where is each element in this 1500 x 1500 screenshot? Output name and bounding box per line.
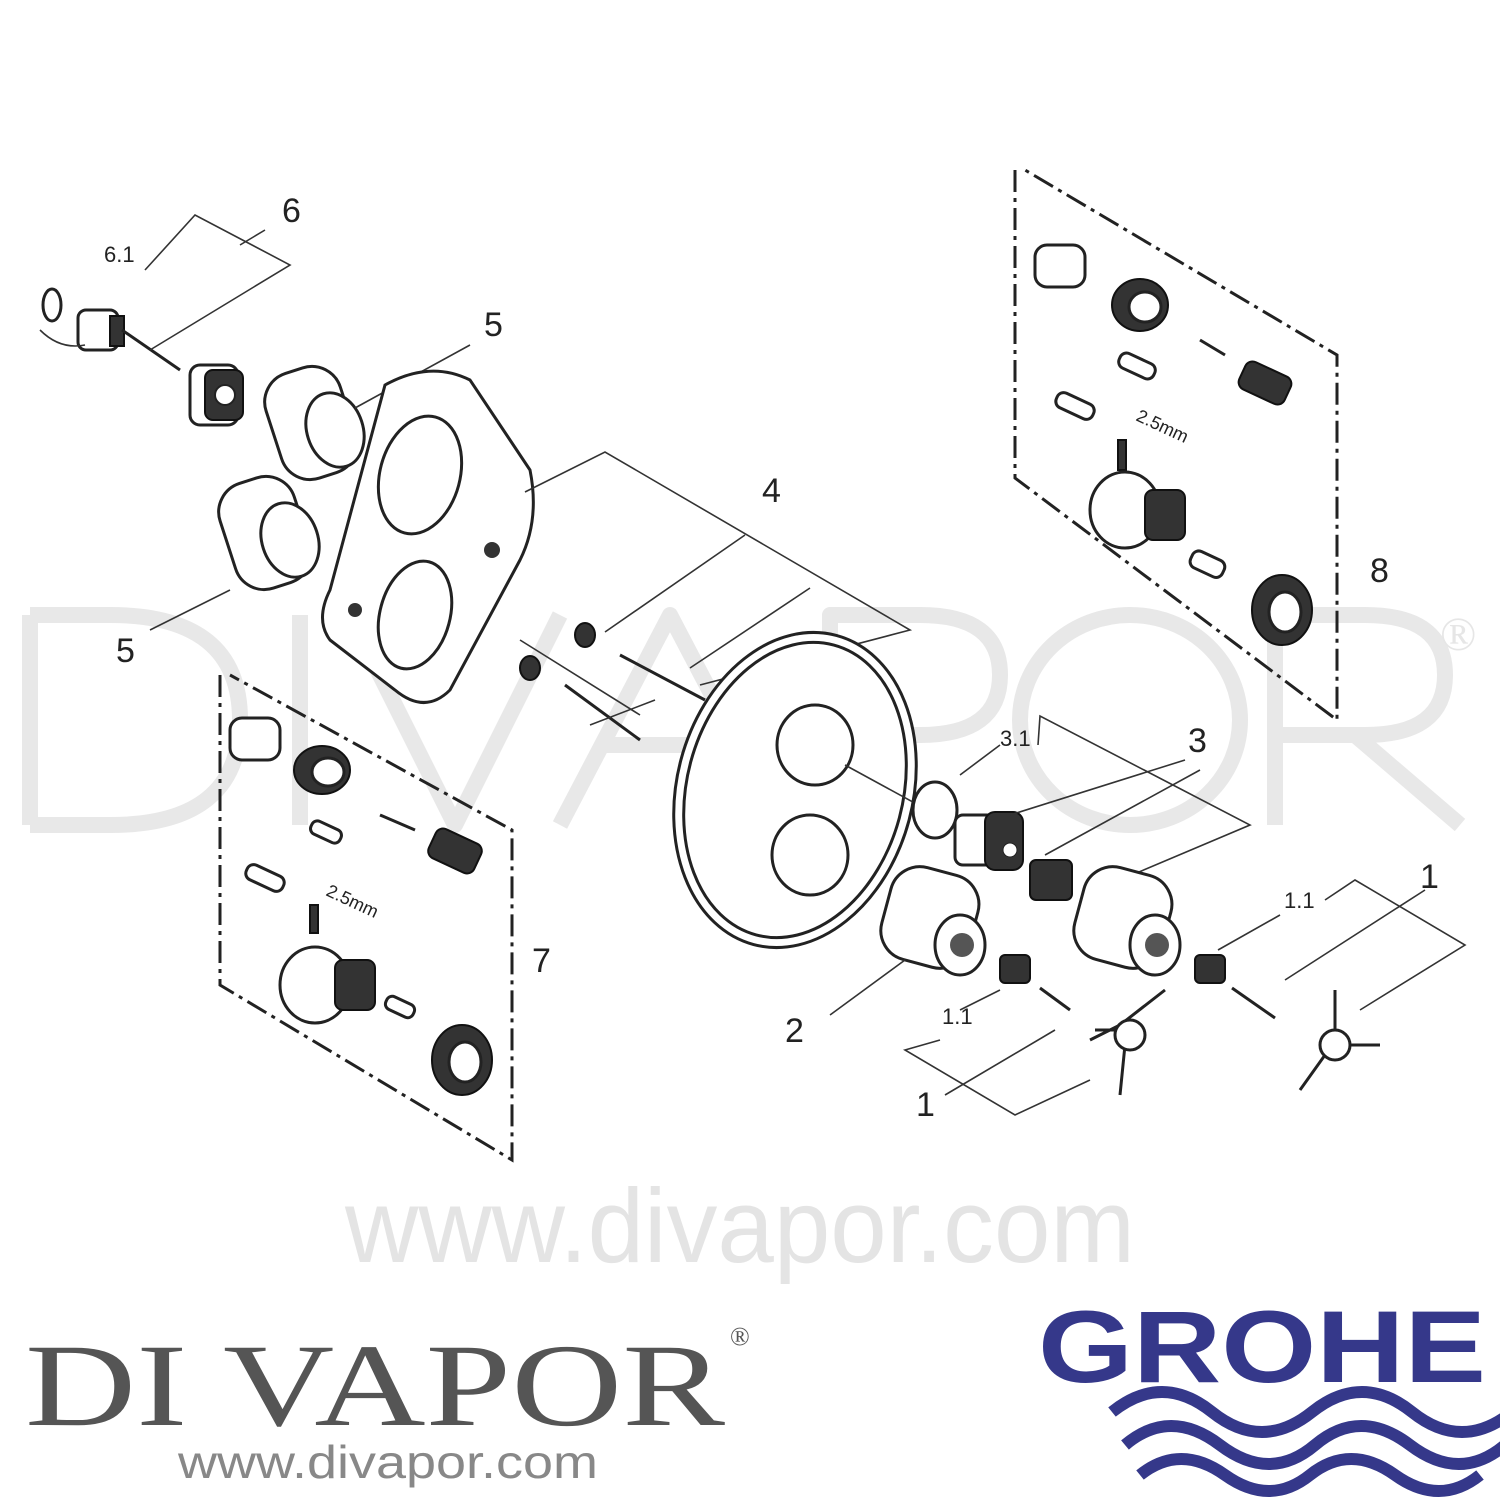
grohe-wave-icon <box>1108 1386 1500 1438</box>
part-2-cap <box>879 865 987 977</box>
callout-5-upper: 5 <box>484 306 503 344</box>
callout-6: 6 <box>282 192 301 230</box>
callout-2: 2 <box>785 1012 804 1050</box>
callout-1-1-left: 1.1 <box>942 1004 973 1029</box>
callout-8: 8 <box>1370 552 1389 590</box>
watermark-registered: ® <box>1440 608 1476 661</box>
part-6-bracket <box>144 214 292 351</box>
divapor-logo-text: DI VAPOR <box>25 1320 725 1451</box>
mounting-plate <box>321 369 535 704</box>
callout-7: 7 <box>532 942 551 980</box>
grohe-logo-text: GROHE <box>1038 1290 1486 1404</box>
escutcheon-plate <box>672 630 918 950</box>
part-5-sleeve-lower <box>217 474 321 592</box>
kit-8-panel <box>1013 168 1339 724</box>
part-3-cap <box>1072 865 1182 977</box>
part-5-sleeve-upper <box>263 364 366 482</box>
callout-1-left: 1 <box>916 1086 935 1124</box>
callout-5-lower: 5 <box>116 632 135 670</box>
kit-7-panel <box>218 673 514 1163</box>
grohe-logo: GROHE <box>1038 1290 1500 1497</box>
callout-4: 4 <box>762 472 781 510</box>
part-6-adapter <box>188 363 244 427</box>
divapor-url: www.divapor.com <box>177 1436 598 1488</box>
watermark-url: www.divapor.com <box>344 1168 1135 1285</box>
callout-1-right: 1 <box>1420 858 1439 896</box>
watermark-lettering <box>22 607 1466 833</box>
part-3-cartridge <box>911 780 1073 901</box>
callout-3: 3 <box>1188 722 1207 760</box>
part-1-handle-right <box>1194 954 1380 1091</box>
part-1-handle-left <box>999 954 1166 1096</box>
callout-1-1-right: 1.1 <box>1284 888 1315 913</box>
part-3-bracket <box>959 714 1252 881</box>
tool-size-label-kit7: 2.5mm <box>323 880 381 921</box>
divapor-registered-mark: ® <box>730 1322 750 1351</box>
part-6-spindle <box>39 287 181 372</box>
callout-6-1: 6.1 <box>104 242 135 267</box>
grohe-wave-icon <box>1121 1420 1500 1470</box>
grohe-wave-icon <box>1136 1453 1484 1497</box>
tool-size-label-kit8: 2.5mm <box>1133 405 1191 446</box>
callout-3-1: 3.1 <box>1000 726 1031 751</box>
part-1-brackets <box>902 879 1467 1116</box>
